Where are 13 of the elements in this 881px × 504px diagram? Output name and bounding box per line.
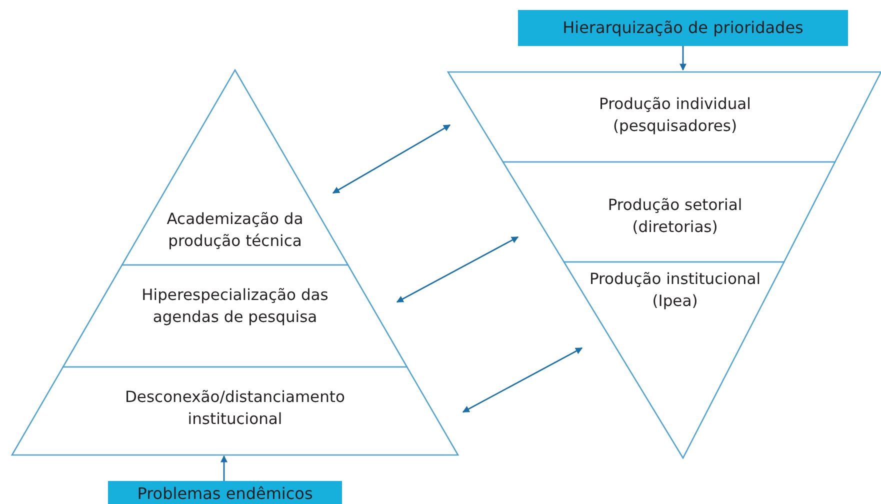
band-label: Produção institucional (Ipea)	[588, 269, 762, 312]
arrow	[396, 236, 519, 303]
arrow	[220, 455, 228, 481]
arrow	[332, 124, 451, 194]
band-label: Desconexão/distanciamento institucional	[124, 387, 346, 430]
arrow	[462, 347, 583, 413]
band-label: Academização da produção técnica	[166, 209, 304, 252]
band-label: Produção setorial (diretorias)	[606, 195, 744, 238]
band-label: Produção individual (pesquisadores)	[598, 94, 752, 137]
arrow	[680, 46, 686, 71]
label-box: Problemas endêmicos	[108, 481, 342, 504]
band-label: Hiperespecialização das agendas de pesquisa	[140, 285, 330, 328]
label-box: Hierarquização de prioridades	[518, 10, 848, 46]
